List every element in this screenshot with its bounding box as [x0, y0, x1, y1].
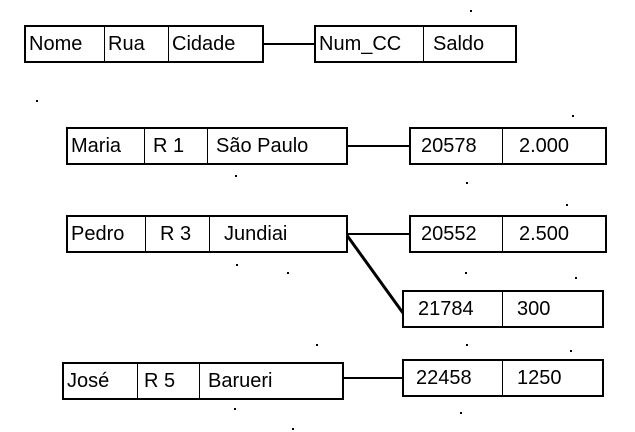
cliente-rua: R 3 [146, 217, 210, 251]
speck [570, 350, 572, 352]
cliente-nome: José [64, 364, 138, 398]
cliente-row: Pedro R 3 Jundiai [66, 215, 348, 253]
conta-row: 22458 1250 [402, 359, 604, 397]
cliente-rua: R 1 [145, 129, 208, 163]
speck [292, 428, 294, 430]
header-num-cc: Num_CC [316, 27, 424, 61]
link-pedro-21784 [344, 233, 405, 314]
header-nome: Nome [26, 27, 105, 61]
conta-num: 22458 [404, 361, 503, 395]
speck [460, 412, 462, 414]
cliente-row: José R 5 Barueri [62, 362, 344, 400]
header-saldo: Saldo [433, 32, 485, 55]
header-cidade: Cidade [172, 32, 236, 55]
header-left-box: Nome Rua Cidade [24, 25, 264, 63]
speck [566, 204, 568, 206]
speck [287, 272, 289, 274]
cliente-nome: Pedro [68, 217, 146, 251]
speck [235, 175, 237, 177]
header-right-box: Num_CC Saldo [314, 25, 517, 63]
conta-saldo: 300 [517, 297, 551, 320]
conta-row: 20552 2.500 [409, 215, 607, 253]
cliente-cidade: São Paulo [216, 134, 309, 157]
speck [236, 264, 238, 266]
speck [575, 277, 577, 279]
cliente-cidade: Barueri [208, 369, 273, 392]
cliente-cidade: Jundiai [224, 222, 288, 245]
conta-num: 21784 [404, 292, 503, 326]
speck [465, 272, 467, 274]
conta-num: 20552 [411, 217, 503, 251]
conta-row: 21784 300 [402, 290, 604, 328]
cliente-row: Maria R 1 São Paulo [66, 127, 348, 165]
cliente-nome: Maria [68, 129, 145, 163]
speck [36, 100, 38, 102]
speck [466, 344, 468, 346]
speck [316, 344, 318, 346]
conta-saldo: 2.500 [519, 222, 570, 245]
conta-row: 20578 2.000 [409, 127, 607, 165]
speck [470, 10, 472, 12]
cliente-rua: R 5 [138, 364, 200, 398]
speck [572, 115, 574, 117]
speck [234, 408, 236, 410]
conta-num: 20578 [411, 129, 503, 163]
speck [466, 182, 468, 184]
header-rua: Rua [105, 27, 169, 61]
conta-saldo: 2.000 [519, 134, 570, 157]
conta-saldo: 1250 [517, 366, 562, 389]
